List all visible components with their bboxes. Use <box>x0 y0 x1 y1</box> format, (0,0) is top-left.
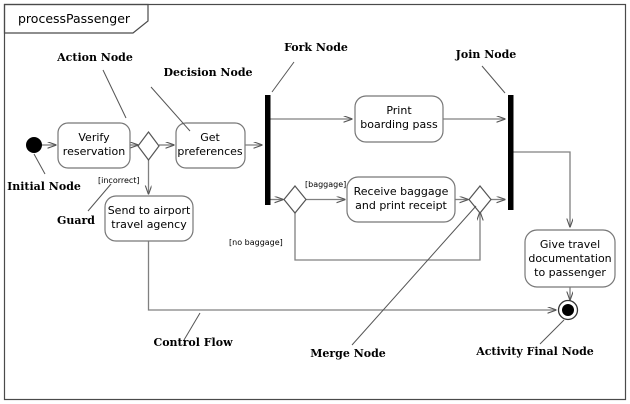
annotation-fork-node: Fork Node <box>284 41 348 54</box>
annotation-activity-final-node: Activity Final Node <box>475 345 594 358</box>
action-node-send-to-agency-line1: Send to airport <box>108 204 191 217</box>
flow-join-to-give-documentation <box>513 151 570 227</box>
guard-label-no-baggage: [no baggage] <box>229 238 283 247</box>
frame-title-tab <box>3 3 149 34</box>
leader-guard <box>87 183 112 212</box>
action-node-get-preferences-line1: Get <box>200 131 220 144</box>
annotation-initial-node: Initial Node <box>7 180 81 193</box>
activity-final-node-core <box>562 304 574 316</box>
initial-node <box>26 137 42 153</box>
annotation-decision-node: Decision Node <box>163 66 252 79</box>
activity-frame-border <box>3 3 627 401</box>
action-node-verify-reservation-line2: reservation <box>63 145 125 158</box>
leader-control-flow <box>183 312 201 341</box>
action-node-give-documentation-line3: to passenger <box>534 266 606 279</box>
flow-send-agency-to-final <box>147 240 557 310</box>
annotation-action-node: Action Node <box>56 51 133 64</box>
leader-decision-node <box>150 86 191 132</box>
action-node-print-boarding-pass-line1: Print <box>386 104 412 117</box>
action-node-send-to-agency-line2: travel agency <box>111 218 187 231</box>
merge-node-baggage[interactable] <box>468 185 492 214</box>
action-node-give-documentation-line1: Give travel <box>540 238 600 251</box>
annotation-merge-node: Merge Node <box>310 347 386 360</box>
join-node-bar[interactable] <box>508 95 514 210</box>
decision-node-reservation-valid[interactable] <box>137 131 160 161</box>
flow-no-baggage-loop <box>294 212 480 261</box>
action-node-receive-baggage-line1: Receive baggage <box>354 185 449 198</box>
action-node-send-to-agency[interactable] <box>104 195 194 242</box>
action-node-give-documentation[interactable] <box>524 229 616 288</box>
action-node-get-preferences[interactable] <box>175 122 246 169</box>
decision-node-baggage[interactable] <box>283 185 307 214</box>
leader-initial-node <box>33 153 46 175</box>
leader-join-node <box>481 65 506 94</box>
action-node-print-boarding-pass[interactable] <box>354 95 444 143</box>
leader-activity-final-node <box>539 319 565 345</box>
action-node-get-preferences-line2: preferences <box>177 145 243 158</box>
action-node-print-boarding-pass-line2: boarding pass <box>360 118 438 131</box>
annotation-guard: Guard <box>57 214 95 227</box>
annotation-control-flow: Control Flow <box>153 336 233 349</box>
action-node-verify-reservation-line1: Verify <box>78 131 110 144</box>
action-node-receive-baggage[interactable] <box>346 176 456 223</box>
guard-label-incorrect: [incorrect] <box>98 176 140 185</box>
annotation-join-node: Join Node <box>455 48 517 61</box>
leader-fork-node <box>271 61 295 93</box>
fork-node-bar[interactable] <box>265 95 271 205</box>
guard-label-baggage: [baggage] <box>305 180 346 189</box>
action-node-receive-baggage-line2: and print receipt <box>355 199 447 212</box>
leader-merge-node <box>351 205 477 346</box>
action-node-verify-reservation[interactable] <box>57 122 131 169</box>
action-node-give-documentation-line2: documentation <box>528 252 611 265</box>
leader-action-node <box>102 69 127 119</box>
frame-title: processPassenger <box>18 11 131 26</box>
